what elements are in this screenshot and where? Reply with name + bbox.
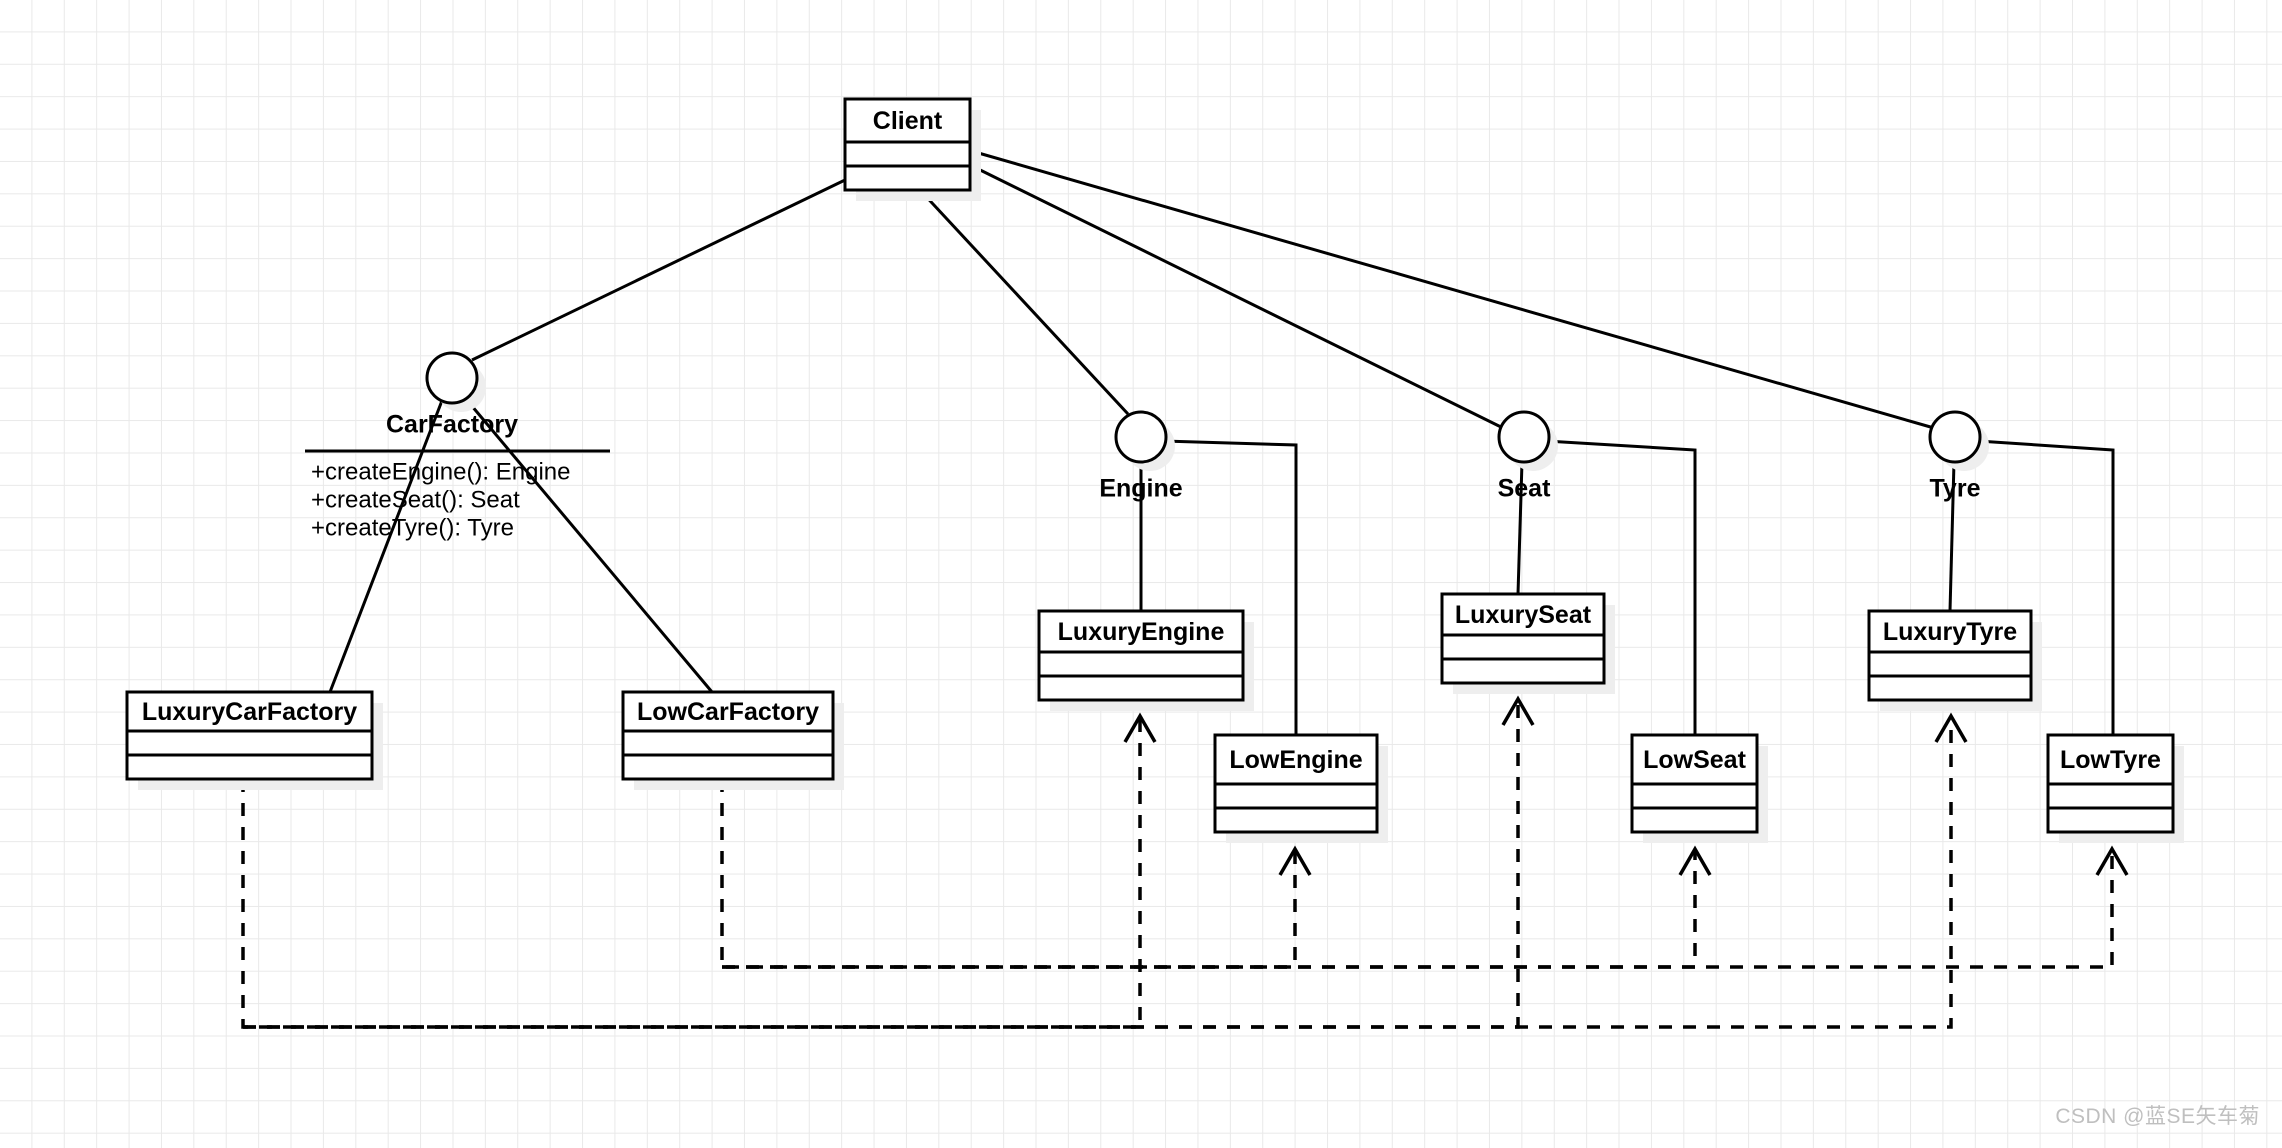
- connector-carfactory-luxurycarfactory: [328, 397, 445, 693]
- head-lowtyre: [2095, 845, 2129, 876]
- association-client-tyre: [967, 148, 1935, 430]
- class-box-luxuryengine[interactable]: LuxuryEngine: [1037, 609, 1254, 711]
- interfaces-group: CarFactory+createEngine(): Engine+create…: [305, 351, 1989, 541]
- class-name-label: Client: [873, 107, 943, 135]
- interface-engine[interactable]: Engine: [1099, 410, 1183, 503]
- realization-lowcarfactory-lowtyre: [722, 849, 2114, 969]
- interface-name-label: CarFactory: [386, 411, 518, 439]
- watermark-label: CSDN @蓝SE矢车菊: [2055, 1105, 2260, 1128]
- realization-lowcarfactory-lowseat: [722, 849, 1697, 969]
- interface-circle-icon[interactable]: [1928, 410, 1982, 464]
- interface-name-label: Seat: [1498, 475, 1551, 503]
- interface-tyre[interactable]: Tyre: [1928, 410, 1989, 503]
- class-box-outline[interactable]: [125, 690, 374, 781]
- generalization-lines-group: [328, 397, 2115, 735]
- interface-circle-icon[interactable]: [1497, 410, 1551, 464]
- connector-tyre-luxurytyre: [1948, 461, 1956, 612]
- class-box-client[interactable]: Client: [843, 97, 981, 201]
- interface-name-label: Tyre: [1930, 475, 1981, 503]
- connector-tyre-lowtyre: [1977, 439, 2115, 735]
- class-box-lowcarfactory[interactable]: LowCarFactory: [621, 690, 844, 790]
- association-client-engine: [918, 188, 1130, 416]
- association-client-carfactory: [471, 178, 846, 362]
- class-name-label: LuxuryTyre: [1883, 618, 2017, 646]
- class-name-label: LuxuryEngine: [1058, 618, 1225, 646]
- realization-lowcarfactory-lowengine: [720, 779, 1297, 969]
- class-box-lowengine[interactable]: LowEngine: [1213, 733, 1388, 843]
- class-box-outline[interactable]: [621, 690, 835, 781]
- class-box-lowseat[interactable]: LowSeat: [1630, 733, 1768, 843]
- class-box-outline[interactable]: [1440, 592, 1606, 685]
- interface-seat[interactable]: Seat: [1497, 410, 1558, 503]
- class-name-label: LuxurySeat: [1455, 601, 1592, 629]
- class-box-luxurytyre[interactable]: LuxuryTyre: [1867, 609, 2042, 711]
- interface-name-label: Engine: [1099, 475, 1182, 503]
- interface-circle-icon[interactable]: [425, 351, 479, 405]
- realization-luxurycarfactory-luxurytyre: [243, 716, 1953, 1029]
- interface-carfactory[interactable]: CarFactory+createEngine(): Engine+create…: [305, 351, 610, 541]
- interface-operation: +createTyre(): Tyre: [311, 514, 514, 541]
- class-box-luxuryseat[interactable]: LuxurySeat: [1440, 592, 1615, 694]
- class-box-luxurycarfactory[interactable]: LuxuryCarFactory: [125, 690, 383, 790]
- class-name-label: LuxuryCarFactory: [142, 698, 357, 726]
- connector-seat-lowseat: [1545, 439, 1697, 735]
- head-luxuryengine: [1123, 712, 1157, 743]
- class-box-lowtyre[interactable]: LowTyre: [2046, 733, 2184, 843]
- realization-lines-group: [241, 699, 2114, 1029]
- interface-operation: +createEngine(): Engine: [311, 458, 571, 485]
- class-box-outline[interactable]: [1867, 609, 2033, 702]
- class-name-label: LowEngine: [1229, 746, 1362, 774]
- class-box-outline[interactable]: [843, 97, 972, 192]
- realization-luxurycarfactory-luxuryengine: [241, 716, 1142, 1029]
- interface-operation: +createSeat(): Seat: [311, 486, 520, 513]
- association-client-seat: [967, 162, 1504, 430]
- class-name-label: LowSeat: [1643, 746, 1746, 774]
- interface-circle-icon[interactable]: [1114, 410, 1168, 464]
- head-luxuryseat: [1501, 695, 1535, 726]
- association-lines-group: [471, 148, 1935, 430]
- class-name-label: LowCarFactory: [637, 698, 819, 726]
- class-name-label: LowTyre: [2060, 746, 2161, 774]
- class-box-outline[interactable]: [1037, 609, 1245, 702]
- head-luxurytyre: [1934, 712, 1968, 743]
- connector-engine-lowengine: [1162, 439, 1298, 735]
- connector-seat-luxuryseat: [1516, 461, 1524, 595]
- connector-carfactory-lowcarfactory: [464, 398, 714, 693]
- realization-arrowheads-group: [1123, 695, 2129, 876]
- head-lowengine: [1278, 845, 1312, 876]
- head-lowseat: [1678, 845, 1712, 876]
